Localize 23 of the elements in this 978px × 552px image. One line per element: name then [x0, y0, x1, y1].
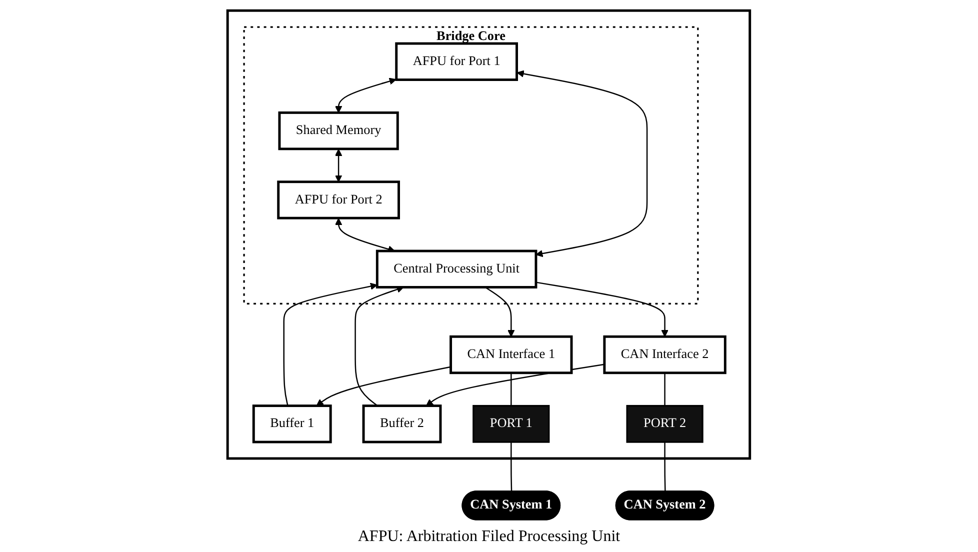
arrow — [517, 70, 648, 258]
cluster — [226, 9, 752, 460]
node-box: Shared Memory — [278, 111, 400, 150]
note: AFPU: Arbitration Filed Processing Unit — [358, 528, 620, 545]
connector — [664, 442, 666, 492]
node-box: CAN Interface 1 — [450, 335, 574, 374]
arrow — [284, 282, 378, 406]
arrow — [485, 286, 516, 337]
connector — [510, 442, 512, 492]
node-box: AFPU for Port 1 — [395, 42, 518, 81]
node-box: PORT 2 — [626, 404, 704, 443]
node-box: Buffer 1 — [252, 404, 332, 444]
node-box: PORT 1 — [472, 404, 550, 443]
connector — [510, 372, 512, 406]
connector — [664, 372, 666, 406]
node-box: AFPU for Port 2 — [277, 180, 400, 220]
node-box: CAN Interface 2 — [603, 335, 727, 374]
node-box: Buffer 2 — [362, 404, 442, 444]
node-box: Central Processing Unit — [376, 250, 538, 288]
arrow — [335, 78, 397, 114]
arrow — [335, 148, 342, 182]
arrow — [316, 366, 452, 406]
arrow — [536, 282, 669, 337]
